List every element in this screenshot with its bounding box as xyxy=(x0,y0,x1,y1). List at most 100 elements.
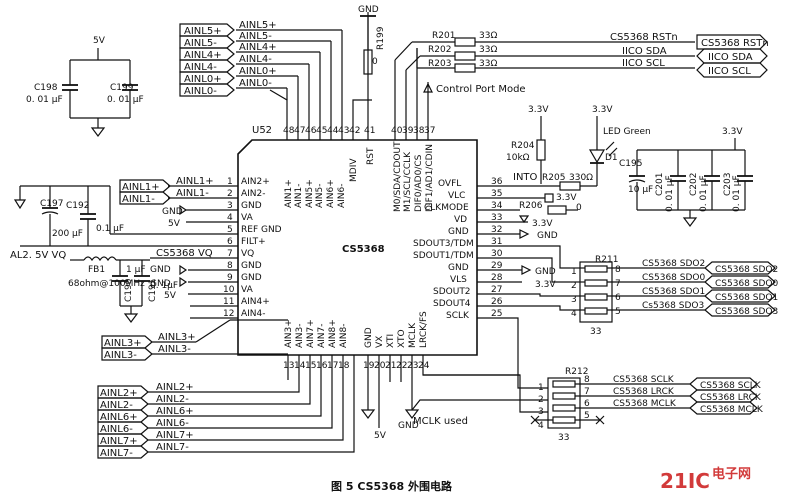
svg-text:AINL3-: AINL3- xyxy=(158,344,191,355)
svg-text:48: 48 xyxy=(283,126,295,136)
svg-text:5: 5 xyxy=(584,411,590,421)
svg-text:6: 6 xyxy=(615,293,621,303)
svg-text:AIN1-: AIN1- xyxy=(294,183,304,208)
svg-text:R199: R199 xyxy=(376,26,386,50)
svg-text:XTO: XTO xyxy=(397,329,407,348)
svg-text:5V: 5V xyxy=(374,431,387,441)
svg-text:CLKMODE: CLKMODE xyxy=(424,203,469,213)
svg-text:AL2. 5V VQ: AL2. 5V VQ xyxy=(10,250,66,261)
svg-text:AINL0-: AINL0- xyxy=(184,86,217,97)
svg-text:IICO SDA: IICO SDA xyxy=(622,46,667,57)
svg-text:11: 11 xyxy=(223,297,234,307)
svg-text:27: 27 xyxy=(491,285,502,295)
bottom-pin-names: AIN3+ AIN3- AIN7+ AIN7- AIN8+ AIN8- GND … xyxy=(284,311,429,348)
svg-text:CS5368 RSTn: CS5368 RSTn xyxy=(610,32,678,43)
svg-text:43: 43 xyxy=(338,126,349,136)
svg-text:38: 38 xyxy=(413,126,425,136)
svg-text:AIN3+: AIN3+ xyxy=(284,319,294,348)
svg-text:AINL7-: AINL7- xyxy=(156,442,189,453)
svg-text:22: 22 xyxy=(396,361,407,371)
svg-text:C202: C202 xyxy=(689,173,699,196)
filt-cap-group: C197 C192 0.1 μF 200 μF xyxy=(13,185,175,246)
svg-text:33: 33 xyxy=(491,213,502,223)
svg-text:7: 7 xyxy=(584,387,590,397)
svg-text:GND: GND xyxy=(241,261,262,271)
svg-text:AINL1-: AINL1- xyxy=(176,188,209,199)
svg-text:8: 8 xyxy=(615,265,621,275)
right-pin-names: OVFL VLC CLKMODE VD GND SDOUT3/TDM SDOUT… xyxy=(413,179,474,321)
svg-text:AINL4-: AINL4- xyxy=(184,62,217,73)
top-input-line-labels: AINL5+ AINL5- AINL4+ AINL4- AINL0+ AINL0… xyxy=(239,20,277,89)
svg-text:VQ: VQ xyxy=(241,249,254,259)
site-watermark: 21IC 电子网 xyxy=(660,466,751,493)
svg-text:AIN4-: AIN4- xyxy=(241,309,266,319)
svg-text:C201: C201 xyxy=(655,173,665,196)
svg-text:DIF0/AD0/CS: DIF0/AD0/CS xyxy=(414,154,424,212)
svg-text:68ohm@100MHz: 68ohm@100MHz xyxy=(68,279,145,289)
svg-text:AINL7-: AINL7- xyxy=(100,448,133,459)
svg-text:GND: GND xyxy=(535,267,556,277)
svg-text:AINL7+: AINL7+ xyxy=(100,436,138,447)
svg-text:CS5368 MCLK: CS5368 MCLK xyxy=(700,405,764,415)
svg-text:17: 17 xyxy=(327,361,338,371)
svg-text:GND: GND xyxy=(364,327,374,348)
svg-text:CS5368 SDO3: CS5368 SDO3 xyxy=(715,307,778,317)
vq-filter-group: AL2. 5V VQ FB1 68ohm@100MHz CS5368 VQ 1 … xyxy=(10,248,213,323)
svg-text:CS5368 SDO0: CS5368 SDO0 xyxy=(642,273,705,283)
svg-text:35: 35 xyxy=(491,189,502,199)
svg-text:4: 4 xyxy=(227,213,233,223)
svg-text:VLS: VLS xyxy=(450,275,467,285)
svg-text:40: 40 xyxy=(391,126,403,136)
svg-text:C195: C195 xyxy=(619,159,642,169)
svg-text:CS5368 LRCK: CS5368 LRCK xyxy=(613,387,675,397)
r211-network: R211 1 2 3 4 8 7 6 5 33 CS5368 SDO2 CS53… xyxy=(570,255,778,337)
svg-text:42: 42 xyxy=(349,126,360,136)
svg-text:C197: C197 xyxy=(40,199,63,209)
svg-text:3: 3 xyxy=(227,201,233,211)
svg-text:3: 3 xyxy=(571,295,577,305)
svg-text:GND: GND xyxy=(150,265,171,275)
svg-text:AINL0+: AINL0+ xyxy=(184,74,222,85)
svg-text:R212: R212 xyxy=(565,367,588,377)
svg-text:CS5368 SCLK: CS5368 SCLK xyxy=(613,375,675,385)
svg-text:M1/SCL/CCLK: M1/SCL/CCLK xyxy=(403,151,413,212)
svg-text:1: 1 xyxy=(571,267,577,277)
svg-text:AIN5-: AIN5- xyxy=(315,183,325,208)
svg-text:47: 47 xyxy=(294,126,305,136)
svg-text:GND: GND xyxy=(241,201,262,211)
svg-text:FILT+: FILT+ xyxy=(241,237,266,247)
svg-text:AINL4-: AINL4- xyxy=(239,54,272,65)
watermark-brand: 21IC xyxy=(660,469,710,493)
svg-text:AIN2-: AIN2- xyxy=(241,189,266,199)
svg-text:AINL5+: AINL5+ xyxy=(239,20,277,31)
svg-text:28: 28 xyxy=(491,273,503,283)
svg-text:AINL6-: AINL6- xyxy=(100,424,133,435)
svg-text:Cs5368 SDO3: Cs5368 SDO3 xyxy=(642,301,704,311)
svg-text:C192: C192 xyxy=(66,201,89,211)
svg-text:1: 1 xyxy=(538,383,544,393)
left-input-labels: AINL1+ AINL1- AINL1+ AINL1- xyxy=(119,176,214,205)
svg-text:AINL1-: AINL1- xyxy=(122,194,155,205)
svg-text:46: 46 xyxy=(305,126,317,136)
svg-text:20: 20 xyxy=(374,361,386,371)
svg-text:AIN4+: AIN4+ xyxy=(241,297,270,307)
svg-text:13: 13 xyxy=(283,361,294,371)
bottom-power: 5V GND MCLK used xyxy=(360,409,468,441)
chip-ref: U52 xyxy=(252,125,272,136)
svg-text:26: 26 xyxy=(491,297,503,307)
svg-text:21: 21 xyxy=(385,361,396,371)
svg-text:33: 33 xyxy=(558,433,569,443)
svg-text:3.3V: 3.3V xyxy=(722,127,743,137)
svg-text:24: 24 xyxy=(418,361,430,371)
svg-text:AIN1+: AIN1+ xyxy=(284,179,294,208)
svg-text:14: 14 xyxy=(294,361,306,371)
svg-text:R201: R201 xyxy=(432,31,455,41)
svg-text:0: 0 xyxy=(576,203,582,213)
svg-text:330Ω: 330Ω xyxy=(569,173,593,183)
svg-text:37: 37 xyxy=(424,126,435,136)
svg-text:AINL2-: AINL2- xyxy=(100,400,133,411)
svg-text:MCLK used: MCLK used xyxy=(413,416,468,427)
svg-text:R203: R203 xyxy=(428,59,451,69)
svg-text:CS5368 SDO2: CS5368 SDO2 xyxy=(715,265,778,275)
